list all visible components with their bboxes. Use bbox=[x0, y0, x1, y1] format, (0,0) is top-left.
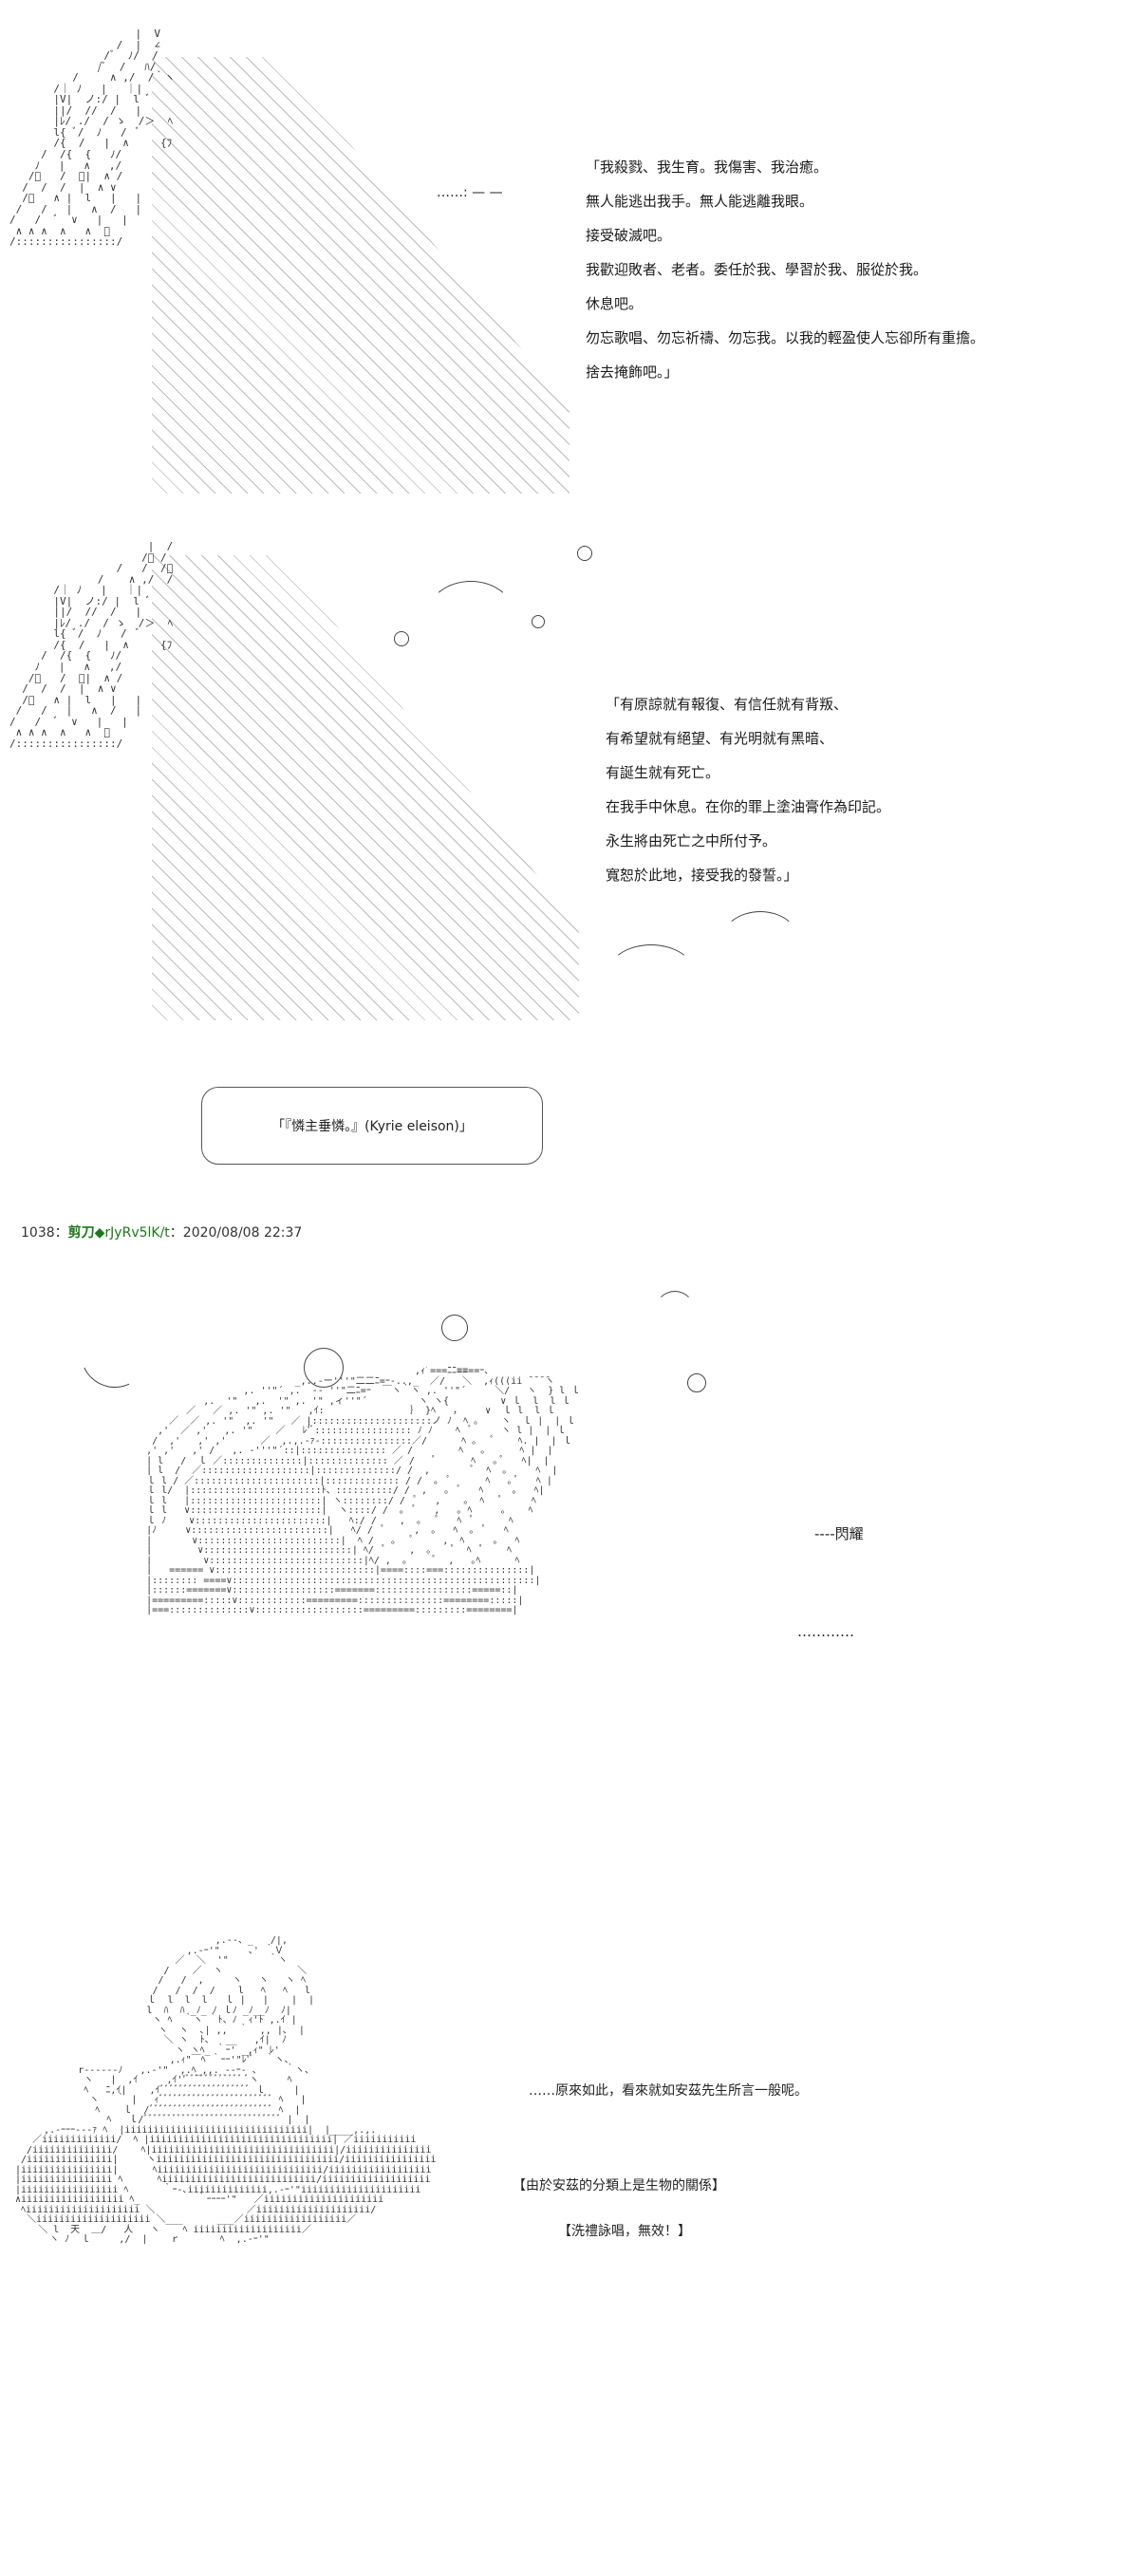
panel-2-dialogue: 「有原諒就有報復、有信任就有背叛、 有希望就有絕望、有光明就有黑暗、 有誕生就有… bbox=[606, 687, 890, 892]
bubble-circle bbox=[394, 631, 409, 646]
flash-label: ----閃耀 bbox=[814, 1525, 864, 1542]
post-date: ：2020/08/08 22:37 bbox=[169, 1225, 303, 1241]
bubble-circle bbox=[532, 615, 545, 628]
dialogue-line: 「我殺戮、我生育。我傷害、我治癒。 bbox=[586, 159, 829, 176]
dialogue-line: 休息吧。 bbox=[586, 295, 644, 312]
ascii-flower-basket: ,ｨﾟ===ﾆﾆ≡≡==ｰ､ _,..-ー'''"二二ﾆ=ｰ-..,_ ／/ ＼… bbox=[146, 1367, 581, 1615]
speech-bubble-box: 「『憐主垂憐。』(Kyrie eleison)」 bbox=[201, 1087, 543, 1165]
dialogue-line: 永生將由死亡之中所付予。 bbox=[606, 832, 777, 849]
dialogue-line: 勿忘歌唱、勿忘祈禱、勿忘我。以我的輕盈使人忘卻所有重擔。 bbox=[586, 329, 985, 346]
post-header: 1038：剪刀◆rJyRv5lK/t：2020/08/08 22:37 bbox=[21, 1223, 302, 1241]
dialogue-line: 「有原諒就有報復、有信任就有背叛、 bbox=[606, 696, 849, 713]
bubble-arc bbox=[607, 944, 695, 1003]
bubble-arc bbox=[427, 581, 514, 649]
ellipsis-mark-1: ……: — — bbox=[437, 185, 503, 200]
post-number: 1038： bbox=[21, 1225, 68, 1241]
bubble-text: 「『憐主垂憐。』(Kyrie eleison)」 bbox=[271, 1119, 473, 1134]
dialogue-line: 我歡迎敗者、老者。委任於我、學習於我、服從於我。 bbox=[586, 261, 928, 278]
bubble-circle bbox=[687, 1373, 706, 1392]
poster-trip[interactable]: rJyRv5lK/t bbox=[104, 1225, 170, 1241]
ascii-figure-1: | V / | ∠ /ﾞ ﾉ/ / /ﾞ / ﾊ/ / ∧ ,/ /｀ヽ /｜ … bbox=[9, 28, 176, 249]
bubble-arc bbox=[721, 911, 799, 970]
dialogue-line: 接受破滅吧。 bbox=[586, 227, 672, 244]
dialogue-line: 有希望就有絕望、有光明就有黑暗、 bbox=[606, 730, 834, 747]
bubble-circle bbox=[441, 1315, 468, 1341]
bubble-circle bbox=[577, 546, 592, 561]
dialogue-line: 有誕生就有死亡。 bbox=[606, 764, 720, 781]
dialogue-line: 在我手中休息。在你的罪上塗油膏作為印記。 bbox=[606, 798, 891, 815]
dialogue-line: 捨去掩飾吧。」 bbox=[586, 364, 679, 381]
ellipsis-label: ………… bbox=[797, 1623, 854, 1640]
dialogue-line: 寬恕於此地，接受我的發誓。」 bbox=[606, 867, 798, 884]
dialogue-line: 無人能逃出我手。無人能逃離我眼。 bbox=[586, 193, 814, 210]
ascii-figure-3: ,.--、_ /|, ,.-ｰ'" ､' ｀Ｖ ／ ＼ '" ｀ヽ / ／ ヽ … bbox=[15, 1936, 437, 2245]
bubble-arc bbox=[655, 1291, 695, 1331]
ascii-figure-2: | / /ﾞ / / / /ﾞ / ∧ ,/ / /｜ ﾉ | ｜| |V| ノ… bbox=[9, 541, 174, 750]
panel-4-line-2: 【由於安茲的分類上是生物的關係】 bbox=[513, 2178, 725, 2193]
panel-4-line-3: 【洗禮詠唱，無效！】 bbox=[558, 2224, 691, 2239]
bubble-circle bbox=[304, 1348, 344, 1388]
panel-4-line-1: ……原來如此，看來就如安茲先生所言一般呢。 bbox=[529, 2083, 808, 2099]
panel-1-dialogue: 「我殺戮、我生育。我傷害、我治癒。 無人能逃出我手。無人能逃離我眼。 接受破滅吧… bbox=[586, 150, 984, 389]
poster-name[interactable]: 剪刀◆ bbox=[67, 1225, 105, 1241]
